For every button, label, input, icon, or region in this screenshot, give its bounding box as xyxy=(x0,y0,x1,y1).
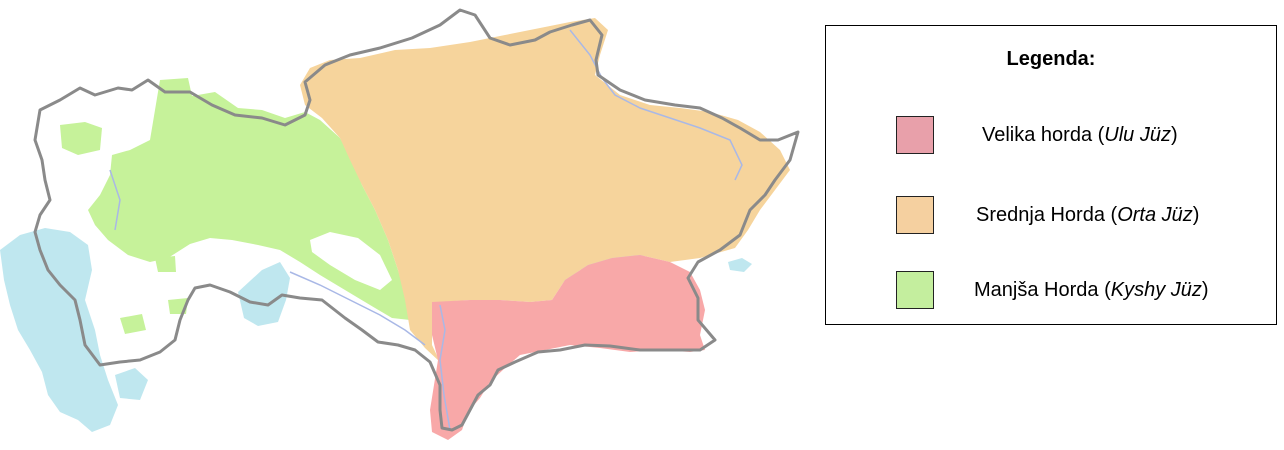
legend-label-manjsa-horda: Manjša Horda (Kyshy Jüz) xyxy=(974,279,1209,301)
legend-label-velika-horda: Velika horda (Ulu Jüz) xyxy=(982,124,1178,146)
legend-item-velika-horda: Velika horda (Ulu Jüz) xyxy=(896,116,1266,156)
legend-title: Legenda: xyxy=(1006,48,1096,70)
manjsa-horda-patch-1 xyxy=(120,314,146,334)
country-border xyxy=(33,8,800,432)
legend-item-manjsa-horda: Manjša Horda (Kyshy Jüz) xyxy=(896,271,1266,311)
srednja-horda-region xyxy=(300,18,790,362)
river-ural xyxy=(109,169,121,231)
unassigned-area xyxy=(310,232,392,290)
kara-bogaz-bay xyxy=(115,368,148,400)
manjsa-horda-west-patch xyxy=(60,122,102,155)
river-ili xyxy=(439,304,451,431)
legend-label-srednja-horda: Srednja Horda (Orta Jüz) xyxy=(976,204,1200,226)
aral-sea xyxy=(238,262,290,326)
map-legend: Legenda: Velika horda (Ulu Jüz) Srednja … xyxy=(825,25,1277,325)
river-syr-darya xyxy=(289,271,426,346)
kazakhstan-horde-map xyxy=(0,8,800,440)
legend-swatch-srednja-horda xyxy=(896,196,934,234)
lake-zaysan xyxy=(728,258,752,272)
caspian-sea xyxy=(0,228,118,432)
manjsa-horda-patch-3 xyxy=(155,256,176,272)
legend-item-srednja-horda: Srednja Horda (Orta Jüz) xyxy=(896,196,1266,236)
legend-swatch-velika-horda xyxy=(896,116,934,154)
velika-horda-region xyxy=(430,255,705,440)
legend-swatch-manjsa-horda xyxy=(896,271,934,309)
